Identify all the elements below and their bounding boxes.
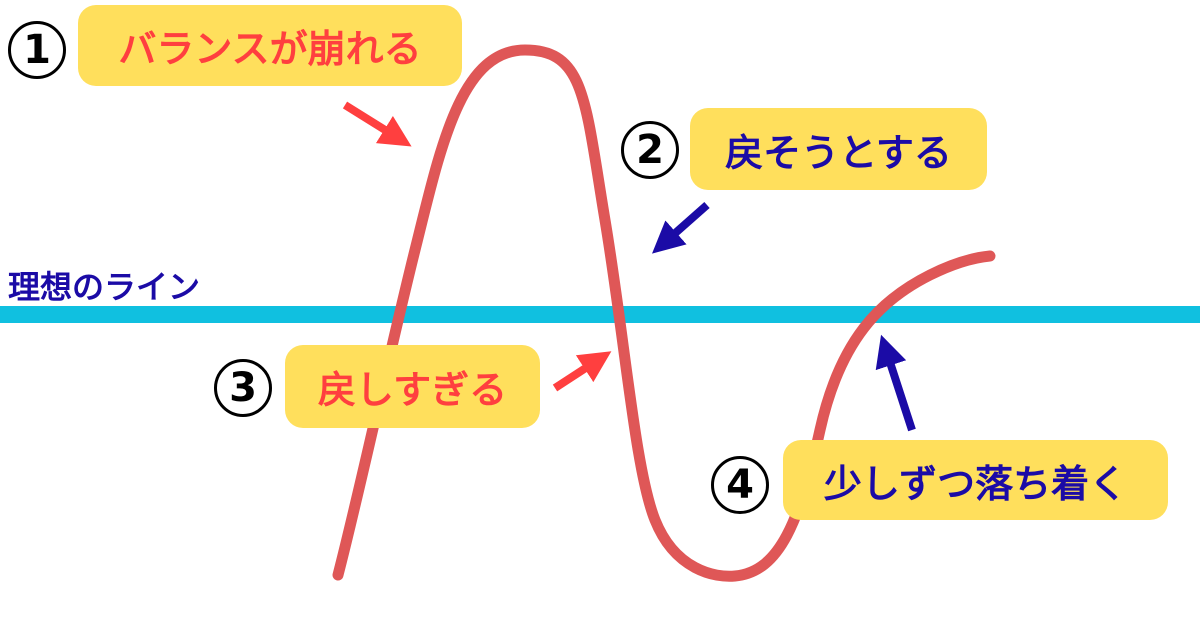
step-label-3: 戻しすぎる [285, 345, 540, 428]
step-number-4: 4 [711, 456, 769, 514]
arrow-step-2 [652, 202, 710, 254]
ideal-line [0, 306, 1200, 323]
step-number-1: 1 [8, 21, 66, 79]
ideal-line-label: 理想のライン [8, 268, 201, 306]
step-label-2: 戻そうとする [690, 108, 987, 190]
step-number-2: 2 [621, 121, 679, 179]
balance-curve [332, 44, 996, 582]
arrow-step-4 [875, 334, 916, 432]
arrow-step-1 [342, 101, 412, 147]
step-label-1: バランスが崩れる [78, 5, 462, 86]
step-number-3: 3 [214, 359, 272, 417]
arrow-step-3 [552, 351, 612, 392]
step-label-4: 少しずつ落ち着く [783, 440, 1168, 520]
